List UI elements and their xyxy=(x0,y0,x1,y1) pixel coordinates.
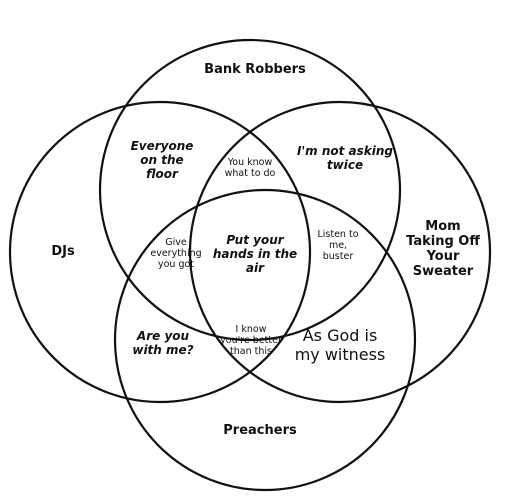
region-label-djs-bank-robbers-mom: You know what to do xyxy=(224,157,276,179)
circle-djs xyxy=(8,100,312,404)
region-label-djs-preachers: Are you with me? xyxy=(132,329,194,357)
circle-bank-robbers xyxy=(98,38,402,342)
region-label-mom-preachers: As God is my witness xyxy=(294,326,386,365)
region-label-center: Put your hands in the air xyxy=(212,233,298,275)
region-label-bank-robbers-mom: I'm not asking twice xyxy=(297,144,393,172)
circle-preachers xyxy=(113,188,417,492)
set-label-bank-robbers: Bank Robbers xyxy=(204,62,306,77)
set-label-djs: DJs xyxy=(51,244,75,259)
set-label-mom: Mom Taking Off Your Sweater xyxy=(406,219,480,279)
region-label-bank-robbers-mom-preachers: Listen to me, buster xyxy=(317,229,359,262)
region-label-djs-mom-preachers: I know you're better than this xyxy=(220,324,282,357)
region-label-djs-bank-robbers: Everyone on the floor xyxy=(130,139,194,181)
region-label-djs-bank-robbers-preachers: Give everything you got xyxy=(150,237,202,270)
circle-mom xyxy=(188,100,492,404)
set-label-preachers: Preachers xyxy=(223,423,297,438)
